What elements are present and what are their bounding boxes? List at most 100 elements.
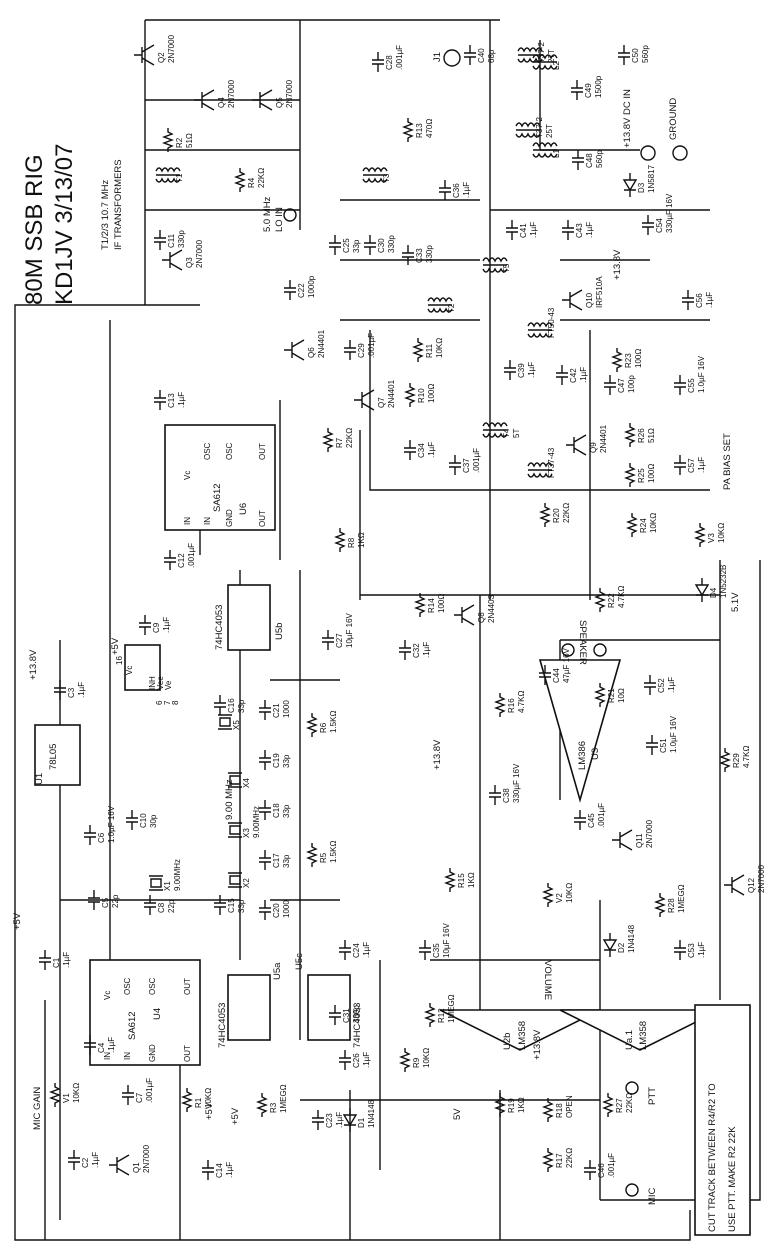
connector-label-dc-in: +13.8V DC IN xyxy=(622,89,633,148)
resistor-symbol-icon xyxy=(542,1148,554,1172)
rail-label-5v-c: +5V xyxy=(110,637,121,655)
component-ref-label: C2 xyxy=(81,1157,90,1168)
capacitor-symbol-icon xyxy=(571,80,583,100)
transformer-symbol-icon xyxy=(482,422,508,438)
transistor-symbol-icon xyxy=(612,829,633,851)
u5a-switch-box xyxy=(227,974,271,1041)
capacitor-symbol-icon xyxy=(139,615,151,635)
ua1-lm358-triangle xyxy=(559,1009,721,1051)
component-value-label: .001µF xyxy=(607,1153,616,1178)
resistor-symbol-icon xyxy=(402,118,414,142)
capacitor-symbol-icon xyxy=(154,230,166,250)
component-ref-label: C25 xyxy=(342,238,351,253)
component-ref-label: D3 xyxy=(637,182,646,193)
component-t3-17: T3 xyxy=(362,167,391,183)
component-value-label: .1µF xyxy=(335,1112,344,1128)
component-ref-label: C45 xyxy=(587,813,596,828)
speaker-terminal-b-icon xyxy=(593,643,607,657)
transistor-symbol-icon xyxy=(454,604,475,626)
component-ref-label: T37-2 xyxy=(537,42,546,63)
u5-pwr-pin-16: 16 xyxy=(115,656,124,665)
component-value-label: .1µF xyxy=(225,1162,234,1178)
component-ref-label: R17 xyxy=(555,1153,564,1168)
component-value-label: .1µF xyxy=(585,222,594,238)
component-ref-label: T1 xyxy=(175,173,184,183)
component-ref-label: C22 xyxy=(297,283,306,298)
u5b-switch-box xyxy=(227,584,271,651)
component-ref-label: X5 xyxy=(232,720,241,730)
component-ref-label: C44 xyxy=(552,668,561,683)
component-value-label: 2N7000 xyxy=(227,79,236,108)
component-ref-label: R9 xyxy=(412,1057,421,1068)
component-ref-label: R8 xyxy=(347,537,356,548)
component-value-label: .1µF xyxy=(579,367,588,383)
component-ref-label: C3 xyxy=(67,687,76,698)
component-c2-116: C2.1µF xyxy=(68,1150,100,1170)
chip-label-u5c-ref: U5c xyxy=(294,953,305,970)
component-ref-label: R21 xyxy=(607,688,616,703)
component-ref-label: C33 xyxy=(415,248,424,263)
component-ref-label: C28 xyxy=(385,55,394,70)
resistor-symbol-icon xyxy=(624,463,636,487)
capacitor-symbol-icon xyxy=(259,800,271,820)
component-ref-label: T37-2 xyxy=(535,117,544,138)
component-ref-label: C35 xyxy=(432,943,441,958)
if-note-line2: IF TRANSFORMERS xyxy=(113,159,124,250)
component-ref-label: R11 xyxy=(425,343,434,358)
component-value-label: 10KΩ xyxy=(565,883,574,903)
capacitor-symbol-icon xyxy=(202,1160,214,1180)
component-ref-label: C38 xyxy=(502,788,511,803)
component-value-label: 25T xyxy=(545,124,554,138)
component-value-label: .1µF xyxy=(107,1037,116,1053)
component-ref-label: R15 xyxy=(457,873,466,888)
component-value-label: 10µF 16V xyxy=(442,922,451,958)
component-c13-41: C13.1µF xyxy=(154,390,186,410)
resistor-symbol-icon xyxy=(334,528,346,552)
component-value-label: .1µF xyxy=(91,1152,100,1168)
component-ref-label: L1 xyxy=(552,149,561,158)
capacitor-symbol-icon xyxy=(506,220,518,240)
component-value-label: 10KΩ xyxy=(649,513,658,533)
component-value-label: .1µF xyxy=(362,1052,371,1068)
u4-pin-vc: Vc xyxy=(103,991,112,1000)
component-value-label: .1µF xyxy=(529,222,538,238)
u3-lm386-triangle xyxy=(538,659,622,803)
component-ref-label: Q7 xyxy=(377,397,386,408)
component-c41-21: C41.1µF xyxy=(506,220,538,240)
component-value-label: 2N7000 xyxy=(285,79,294,108)
component-value-label: 51Ω xyxy=(185,133,194,148)
component-ref-label: C31 xyxy=(342,1008,351,1023)
component-ref-label: C54 xyxy=(655,218,664,233)
resistor-symbol-icon xyxy=(694,523,706,547)
component-value-label: 33p xyxy=(282,854,291,868)
component-value-label: 30p xyxy=(149,814,158,828)
resistor-symbol-icon xyxy=(444,868,456,892)
capacitor-symbol-icon xyxy=(674,375,686,395)
component-value-label: 4.7KΩ xyxy=(517,691,526,713)
component-ref-label: C11 xyxy=(167,233,176,248)
chip-label-u3-part: LM386 xyxy=(577,741,588,770)
component-ref-label: R10 xyxy=(417,388,426,403)
component-c39-37: C39.1µF xyxy=(504,360,536,380)
component-value-label: 470Ω xyxy=(425,119,434,138)
component-ref-label: C47 xyxy=(617,378,626,393)
connector-label-lo-in: LO IN xyxy=(274,207,285,232)
component-l1-13: L1 xyxy=(532,142,561,158)
chip-label-ua1-part: LM358 xyxy=(638,1021,649,1050)
component-c46-120: C46.001µF xyxy=(584,1153,616,1180)
bottom-wiring xyxy=(44,560,761,1240)
u2b-lm358-triangle xyxy=(439,1009,601,1051)
